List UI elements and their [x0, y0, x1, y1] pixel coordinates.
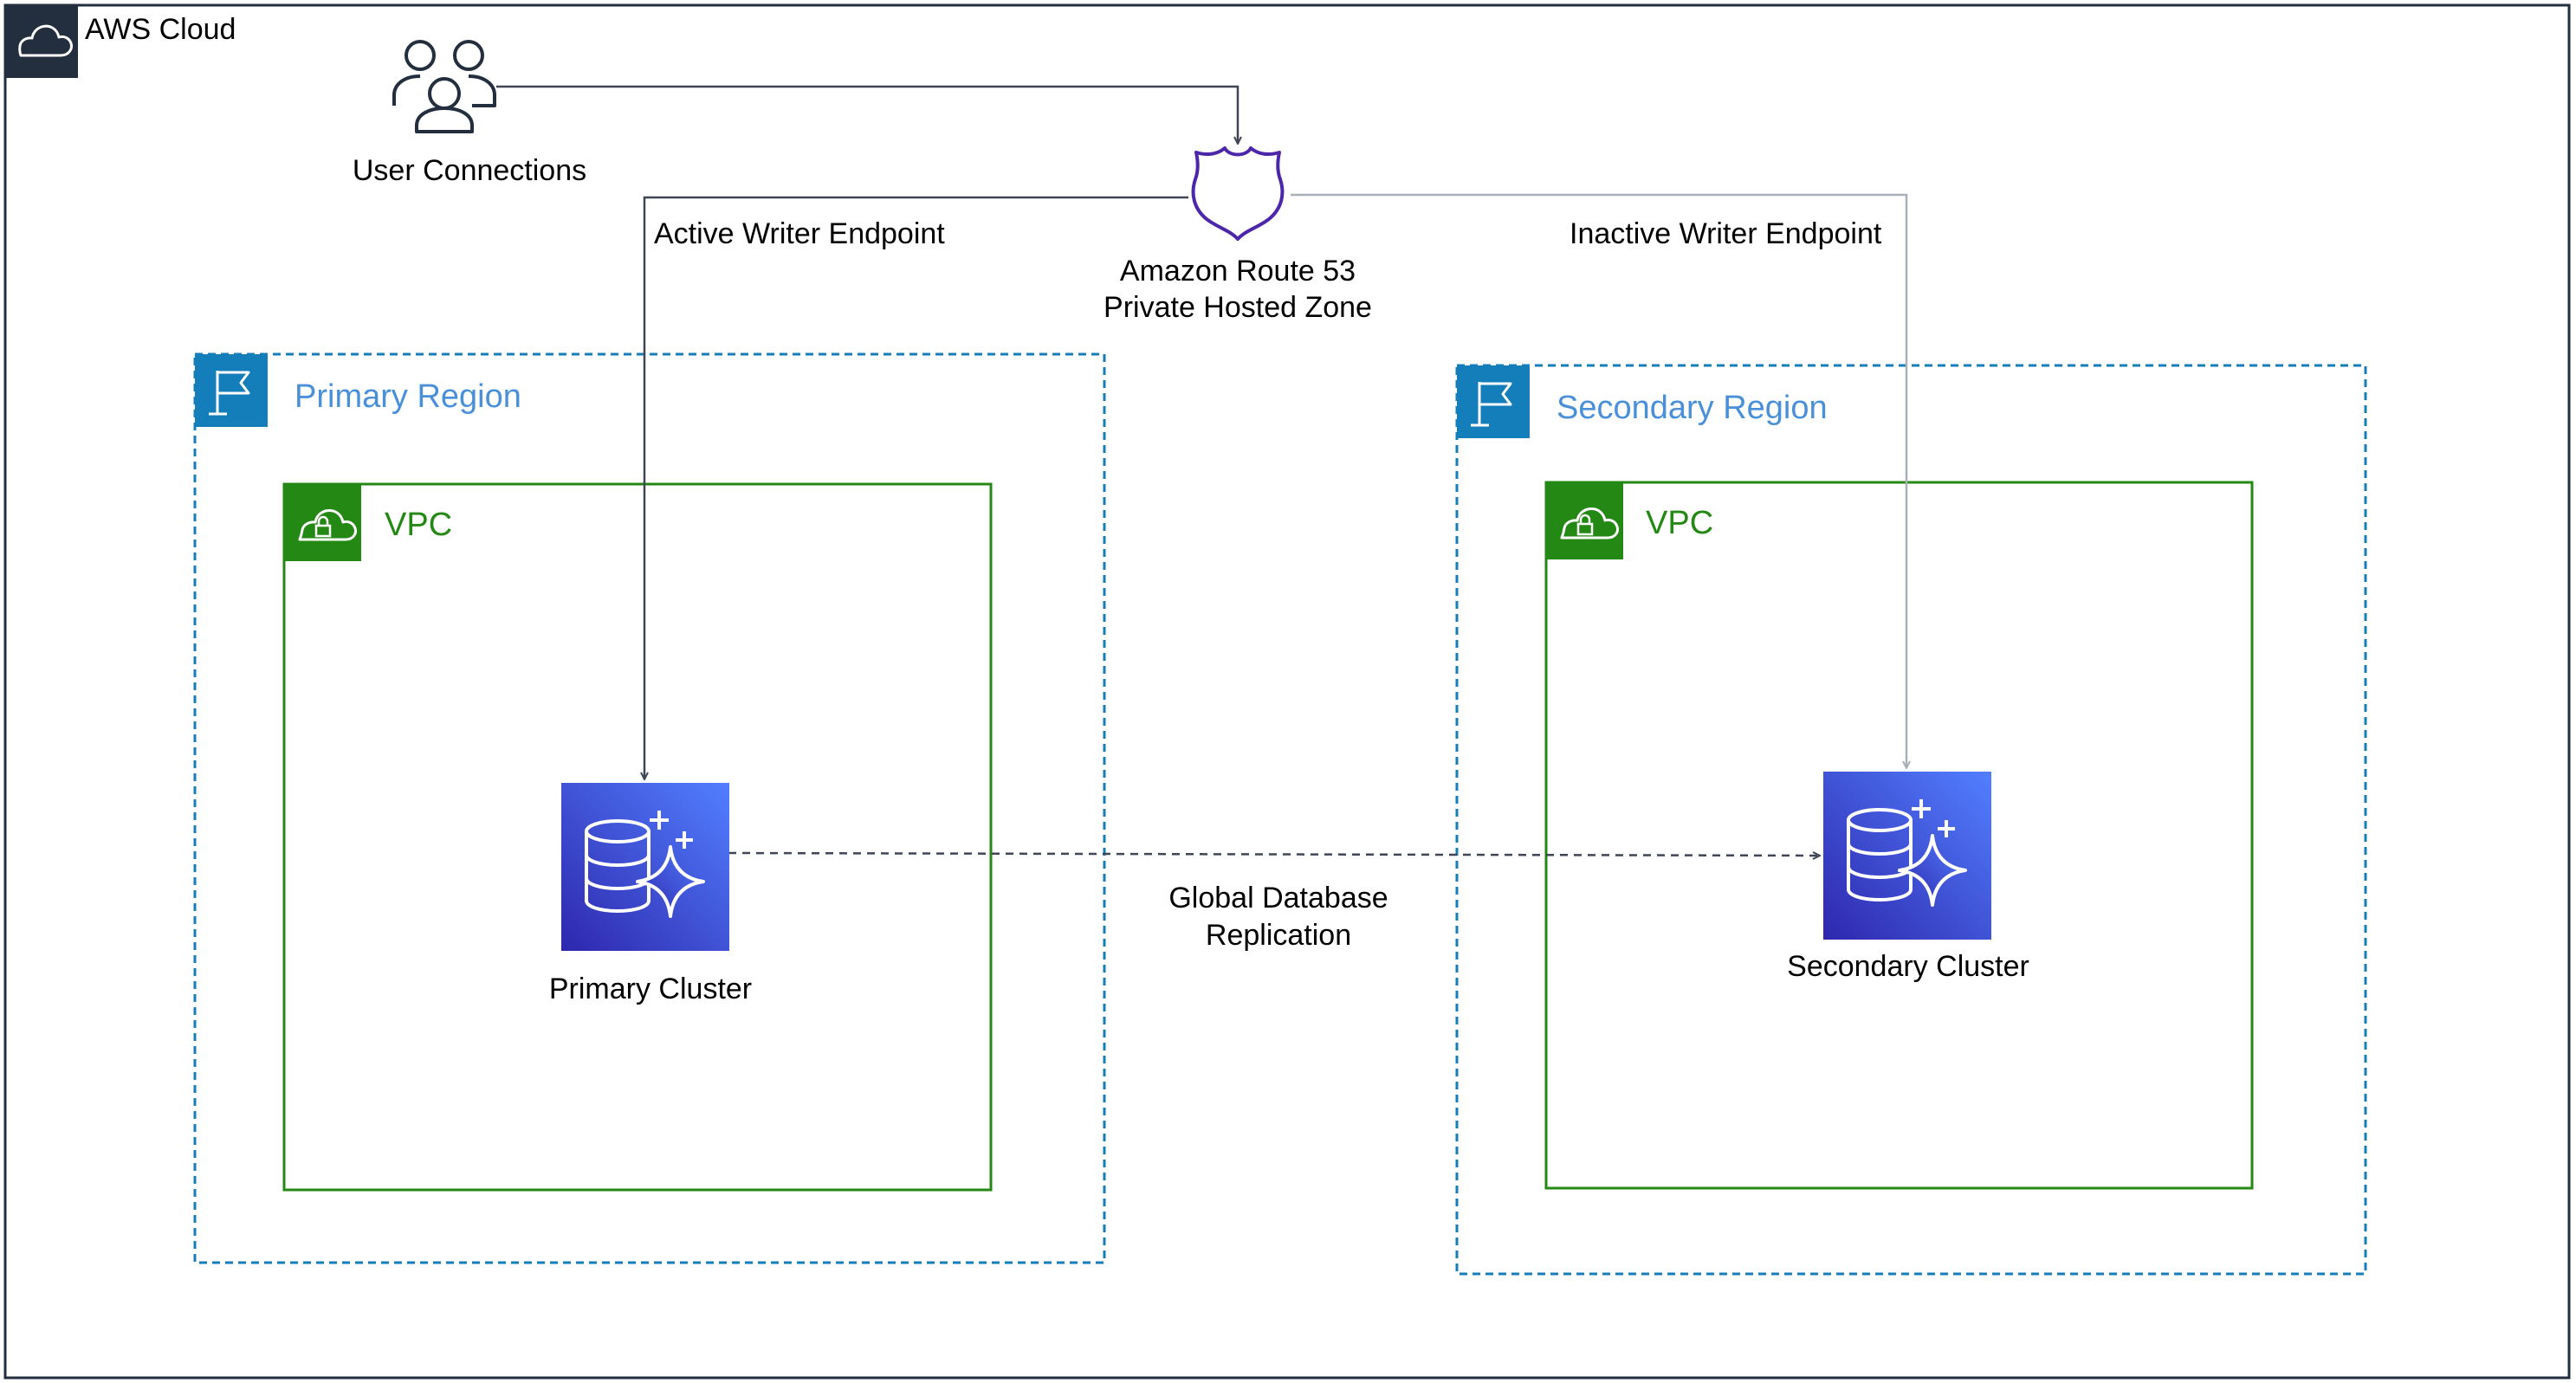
primary-region-label: Primary Region [294, 378, 521, 415]
connectors [496, 85, 1906, 856]
route53-shield-icon [1191, 146, 1285, 241]
route53-label-line2: Private Hosted Zone [1104, 291, 1372, 324]
route53-node: Amazon Route 53 Private Hosted Zone [1104, 146, 1372, 324]
active-writer-endpoint-label: Active Writer Endpoint [654, 217, 945, 250]
users-icon [392, 40, 496, 133]
aurora-database-icon [561, 783, 729, 951]
vpc-cloud-lock-icon [284, 484, 361, 561]
user-connections-label: User Connections [353, 154, 586, 187]
secondary-cluster-node: Secondary Cluster [1787, 772, 2029, 983]
secondary-vpc-group: VPC [1544, 481, 2254, 1190]
secondary-region-label: Secondary Region [1557, 390, 1828, 426]
route53-label-line1: Amazon Route 53 [1120, 255, 1356, 288]
inactive-writer-endpoint-arrow [1291, 193, 1906, 768]
primary-vpc-group: VPC [282, 482, 993, 1192]
region-flag-icon [1457, 365, 1530, 438]
vpc-cloud-lock-icon [1546, 482, 1623, 559]
primary-cluster-node: Primary Cluster [549, 783, 752, 1005]
secondary-region-group: Secondary Region [1455, 364, 2367, 1276]
aws-cloud-group: AWS Cloud [3, 3, 2571, 1380]
primary-cluster-label: Primary Cluster [549, 973, 752, 1005]
secondary-vpc-label: VPC [1646, 505, 1713, 541]
user-to-route53-arrow [496, 85, 1238, 144]
aws-cloud-label: AWS Cloud [85, 13, 236, 46]
replication-label-line1: Global Database [1168, 882, 1388, 914]
user-connections-node: User Connections [353, 40, 586, 187]
replication-label-line2: Replication [1206, 919, 1351, 952]
region-flag-icon [195, 354, 268, 427]
aws-cloud-icon [5, 5, 78, 78]
secondary-cluster-label: Secondary Cluster [1787, 950, 2029, 983]
aurora-database-icon [1823, 772, 1991, 940]
primary-vpc-label: VPC [385, 507, 452, 543]
primary-region-group: Primary Region [193, 352, 1106, 1264]
global-replication-arrow [728, 853, 1820, 856]
active-writer-endpoint-arrow [644, 196, 1188, 779]
inactive-writer-endpoint-label: Inactive Writer Endpoint [1570, 217, 1882, 250]
